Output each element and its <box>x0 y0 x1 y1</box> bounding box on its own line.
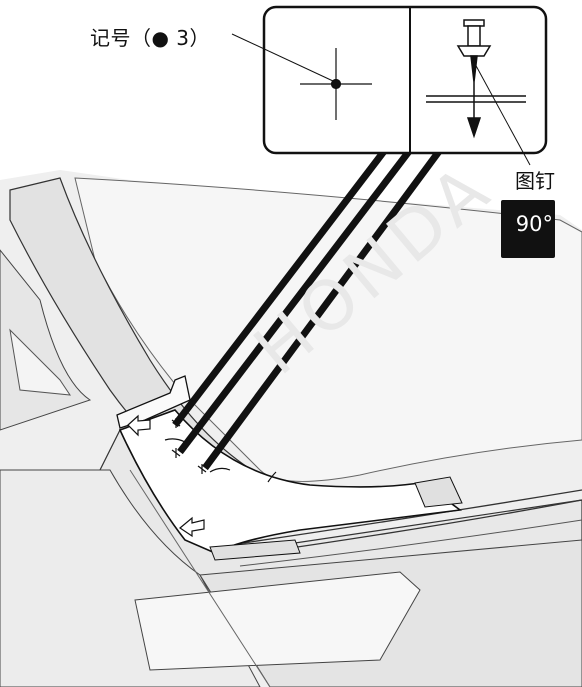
detail-callout-box <box>262 5 548 155</box>
right-angle-badge: 90° <box>501 200 555 258</box>
crosshair-mark-icon <box>300 48 372 120</box>
lower-panel-lens <box>134 571 421 671</box>
pushpin-icon <box>426 19 526 139</box>
positioning-template <box>118 409 463 554</box>
mark-label: 记号（● 3） <box>90 26 211 50</box>
leader-lines <box>172 147 443 471</box>
angle-label: 90° <box>515 212 553 236</box>
pushpin-label: 图钉 <box>515 169 555 193</box>
